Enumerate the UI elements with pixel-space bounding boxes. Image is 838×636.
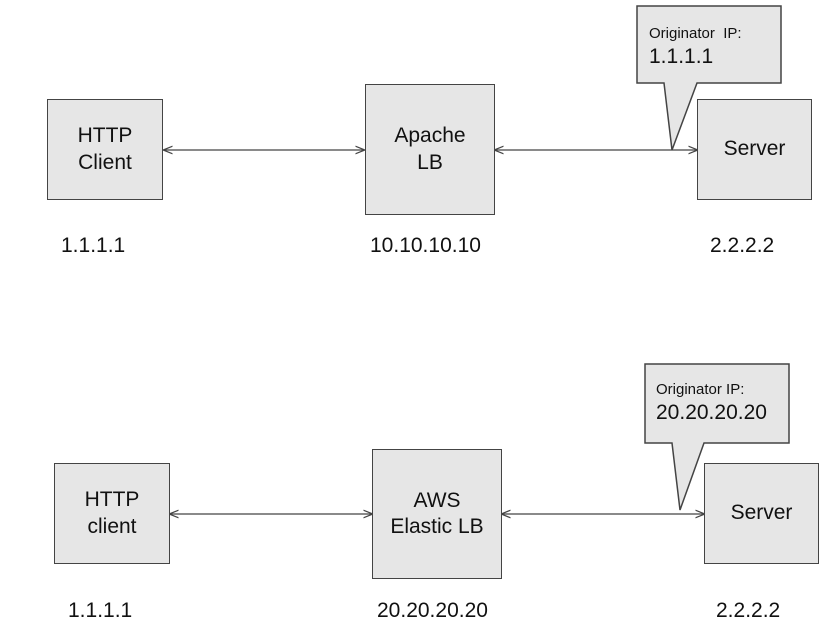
node-label: Apache bbox=[394, 124, 466, 148]
client-ip-bottom: 1.1.1.1 bbox=[68, 599, 133, 622]
apache-lb-node: Apache LB bbox=[365, 84, 495, 215]
lb-ip-top: 10.10.10.10 bbox=[370, 234, 481, 257]
callout-value-bottom: 20.20.20.20 bbox=[656, 401, 767, 424]
client-ip-top: 1.1.1.1 bbox=[61, 234, 126, 257]
callout-bubble-top bbox=[636, 5, 782, 151]
server-node-bottom: Server bbox=[704, 463, 819, 564]
aws-elastic-lb-node: AWS Elastic LB bbox=[372, 449, 502, 579]
server-ip-bottom: 2.2.2.2 bbox=[716, 599, 781, 622]
node-label: HTTP bbox=[84, 488, 140, 512]
node-label: AWS bbox=[413, 488, 461, 512]
node-label: Elastic LB bbox=[390, 515, 484, 538]
node-label: client bbox=[87, 514, 137, 538]
node-label: Server bbox=[723, 137, 786, 161]
server-node-top: Server bbox=[697, 99, 812, 200]
callout-value-top: 1.1.1.1 bbox=[649, 45, 714, 68]
callout-bubble-bottom bbox=[644, 363, 790, 511]
callout-label-bottom: Originator IP: bbox=[656, 381, 745, 398]
lb-ip-bottom: 20.20.20.20 bbox=[377, 599, 488, 622]
callout-label-top: Originator IP: bbox=[649, 25, 742, 42]
http-client-node-bottom: HTTP client bbox=[54, 463, 170, 564]
http-client-node-top: HTTP Client bbox=[47, 99, 163, 200]
node-label: HTTP bbox=[77, 124, 133, 148]
node-label: Client bbox=[78, 150, 132, 174]
server-ip-top: 2.2.2.2 bbox=[710, 234, 775, 257]
node-label: LB bbox=[417, 150, 443, 174]
node-label: Server bbox=[730, 501, 793, 525]
